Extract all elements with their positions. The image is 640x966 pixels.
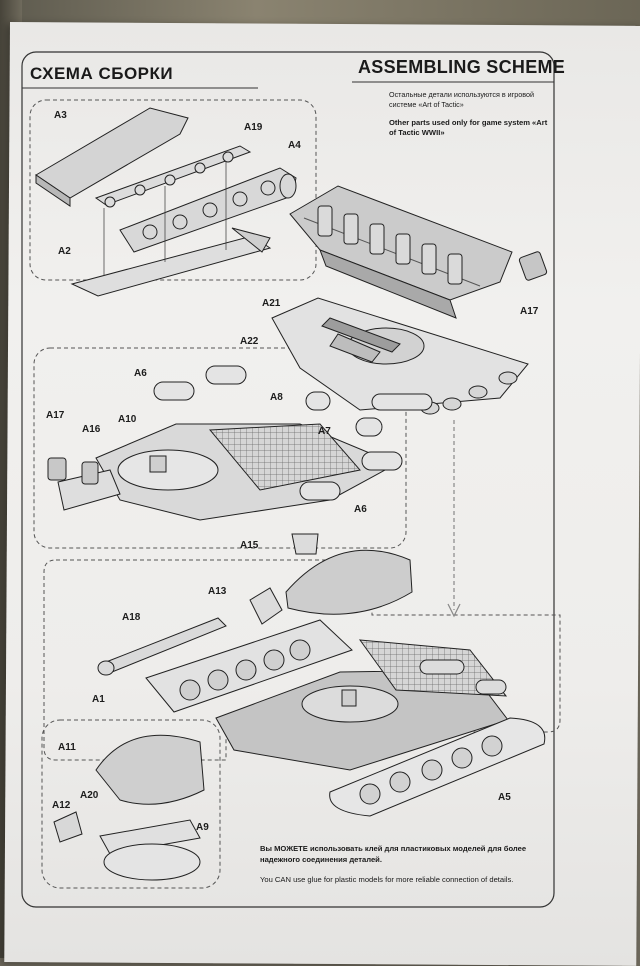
label-a12: A12	[52, 800, 71, 811]
glue-note-en: You CAN use glue for plastic models for …	[260, 875, 514, 884]
part-a2-shape	[70, 227, 272, 297]
assembly-arrows	[447, 420, 461, 618]
label-a22: A22	[240, 336, 259, 347]
part-a3-shape	[35, 107, 189, 207]
label-a4: A4	[288, 140, 301, 151]
title-en: ASSEMBLING SCHEME	[358, 57, 566, 77]
label-a1: A1	[92, 694, 105, 705]
label-a8: A8	[270, 392, 283, 403]
label-a19: A19	[244, 122, 263, 133]
glue-note-ru: Вы МОЖЕТЕ использовать клей для пластико…	[260, 844, 527, 864]
title-ru: СХЕМА СБОРКИ	[30, 64, 174, 83]
label-a13: A13	[208, 586, 227, 597]
other-parts-note-en: Other parts used only for game system «A…	[389, 118, 548, 137]
outer-frame	[21, 51, 555, 908]
label-a15: A15	[240, 540, 259, 551]
label-a10: A10	[118, 414, 137, 425]
label-a11: A11	[58, 742, 76, 753]
label-a7: A7	[318, 426, 331, 437]
label-a17-top: A17	[520, 306, 539, 317]
label-a16: A16	[82, 424, 101, 435]
label-a5: A5	[498, 792, 511, 803]
lower-hull-shape	[271, 297, 529, 415]
turret-detail-shape	[53, 734, 205, 881]
other-parts-note-ru: Остальные детали используются в игровой …	[389, 90, 535, 109]
label-a6-bottom: A6	[354, 504, 367, 515]
part-a19-shape	[94, 145, 252, 208]
label-a2: A2	[58, 246, 71, 257]
label-a18: A18	[122, 612, 141, 623]
turret-shape	[249, 533, 413, 625]
label-a17-left: A17	[46, 410, 65, 421]
label-a3: A3	[54, 110, 67, 121]
part-a4-shape	[119, 167, 297, 253]
deck-shape	[57, 423, 398, 521]
fuel-tanks-shape	[153, 365, 433, 501]
track-a5-shape	[329, 717, 546, 817]
step-frame-2	[33, 347, 407, 549]
part-a17-left-shape	[47, 457, 99, 485]
tank-body-shape	[145, 619, 509, 771]
label-a6-top: A6	[134, 368, 147, 379]
step-frame-1	[29, 99, 317, 281]
label-a9: A9	[196, 822, 209, 833]
gun-barrel-shape	[97, 617, 227, 676]
label-a21: A21	[262, 298, 281, 309]
label-a20: A20	[80, 790, 99, 801]
step-frame-4	[41, 719, 221, 889]
part-a17-top-shape	[518, 251, 548, 281]
upper-hull-shape	[289, 185, 513, 319]
